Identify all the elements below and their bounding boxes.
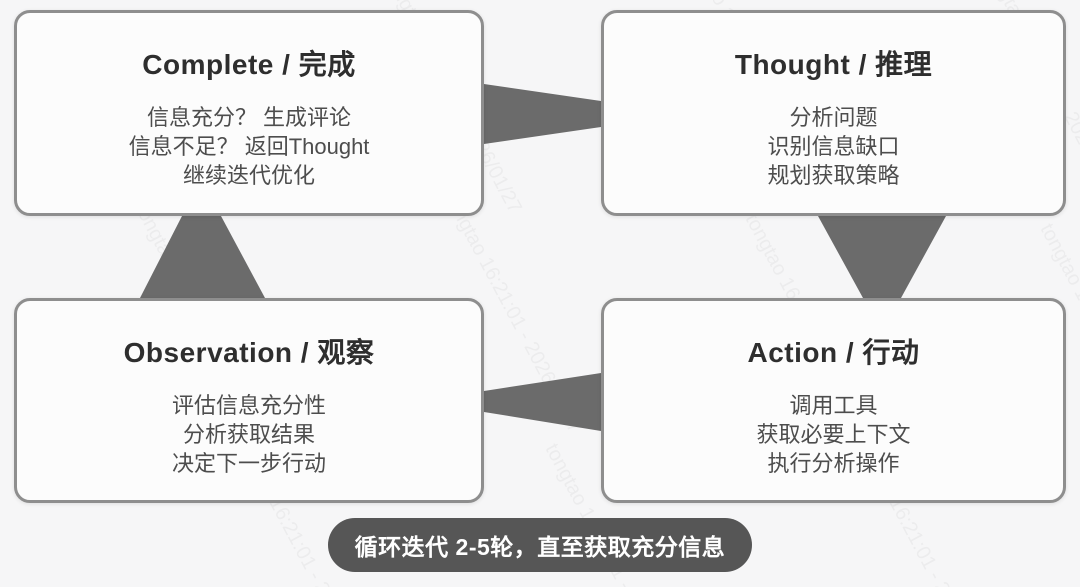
node-action-title: Action / 行动 <box>747 337 920 368</box>
node-thought-line: 分析问题 <box>789 105 878 130</box>
node-action-line: 调用工具 <box>789 393 878 418</box>
node-observation-line: 决定下一步行动 <box>171 451 326 476</box>
node-complete-line: 信息充分？ 生成评论 <box>146 105 352 130</box>
node-complete-title: Complete / 完成 <box>142 49 356 80</box>
node-complete: Complete / 完成 信息充分？ 生成评论 信息不足？ 返回Thought… <box>14 10 484 216</box>
node-complete-line: 信息不足？ 返回Thought <box>128 134 370 159</box>
node-observation-line: 评估信息充分性 <box>171 393 326 418</box>
node-observation-title: Observation / 观察 <box>123 337 375 368</box>
cycle-note-pill: 循环迭代 2-5轮，直至获取充分信息 <box>328 518 752 572</box>
node-observation: Observation / 观察 评估信息充分性 分析获取结果 决定下一步行动 <box>14 298 484 503</box>
cycle-note-label: 循环迭代 2-5轮，直至获取充分信息 <box>354 534 726 560</box>
node-action-line: 获取必要上下文 <box>756 422 911 447</box>
node-thought-line: 识别信息缺口 <box>767 134 900 159</box>
arrow-complete-to-thought <box>484 84 601 144</box>
node-action: Action / 行动 调用工具 获取必要上下文 执行分析操作 <box>601 298 1066 503</box>
node-thought: Thought / 推理 分析问题 识别信息缺口 规划获取策略 <box>601 10 1066 216</box>
node-observation-line: 分析获取结果 <box>182 422 315 447</box>
node-action-line: 执行分析操作 <box>767 451 900 476</box>
node-thought-title: Thought / 推理 <box>734 49 933 80</box>
node-complete-line: 继续迭代优化 <box>182 163 315 188</box>
arrow-thought-to-action <box>818 216 946 298</box>
node-thought-line: 规划获取策略 <box>767 163 900 188</box>
